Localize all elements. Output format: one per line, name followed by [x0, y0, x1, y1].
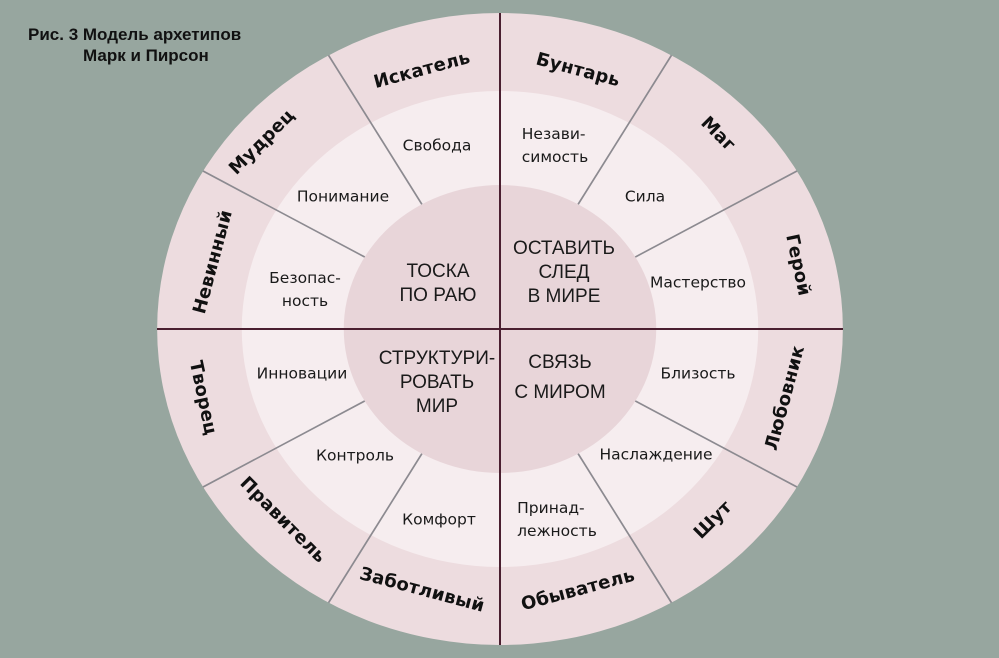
caption-line-2: Марк и Пирсон	[83, 46, 209, 65]
core-motivation-bottom-left: СТРУКТУРИ- РОВАТЬ МИР	[379, 347, 495, 419]
core-line: ОСТАВИТЬ	[513, 238, 615, 259]
core-line: С МИРОМ	[514, 382, 606, 403]
value-freedom: Свобода	[403, 135, 472, 158]
core-line: В МИРЕ	[527, 286, 601, 307]
value-line: Мастерство	[650, 273, 746, 292]
value-understanding: Понимание	[297, 186, 389, 209]
value-mastery: Мастерство	[650, 272, 746, 295]
core-line: ПО РАЮ	[399, 285, 477, 306]
value-line: Свобода	[402, 136, 472, 155]
core-line: ТОСКА	[406, 261, 470, 282]
value-innovation: Инновации	[257, 363, 348, 386]
value-line: Наслаждение	[599, 445, 713, 464]
value-line: Незави-	[521, 125, 586, 143]
figure-caption: Рис. 3 Модель архетипов Марк и Пирсон	[28, 24, 241, 66]
value-line: Понимание	[296, 187, 390, 206]
sector-spokes	[202, 54, 798, 604]
quadrant-axes	[157, 13, 843, 645]
value-line: Принад-	[517, 499, 585, 517]
value-line: Инновации	[256, 364, 348, 383]
value-intimacy: Близость	[660, 363, 735, 386]
core-motivation-top-right: ОСТАВИТЬ СЛЕД В МИРЕ	[513, 237, 615, 309]
value-line: Контроль	[315, 446, 395, 465]
value-line: лежность	[517, 522, 597, 540]
core-motivation-bottom-right: СВЯЗЬ С МИРОМ	[514, 351, 605, 405]
core-line: РОВАТЬ	[399, 372, 475, 393]
core-line: СВЯЗЬ	[528, 352, 592, 373]
value-line: ность	[281, 292, 329, 310]
value-line: Комфорт	[402, 510, 476, 529]
value-line: Безопас-	[269, 269, 341, 287]
value-line: симость	[521, 148, 589, 166]
core-motivation-top-left: ТОСКА ПО РАЮ	[400, 260, 477, 308]
core-line: МИР	[415, 396, 459, 417]
caption-line-1: Рис. 3 Модель архетипов	[28, 25, 242, 44]
value-enjoyment: Наслаждение	[599, 444, 712, 467]
value-comfort: Комфорт	[402, 509, 476, 532]
value-control: Контроль	[316, 445, 394, 468]
core-line: СЛЕД	[538, 262, 590, 283]
value-line: Близость	[660, 364, 736, 383]
value-independence: Незави-симость	[522, 123, 588, 169]
value-power: Сила	[625, 186, 665, 209]
value-belonging: Принад-лежность	[517, 497, 597, 543]
value-line: Сила	[624, 187, 666, 206]
core-line: СТРУКТУРИ-	[378, 348, 496, 369]
value-safety: Безопас-ность	[269, 267, 341, 313]
